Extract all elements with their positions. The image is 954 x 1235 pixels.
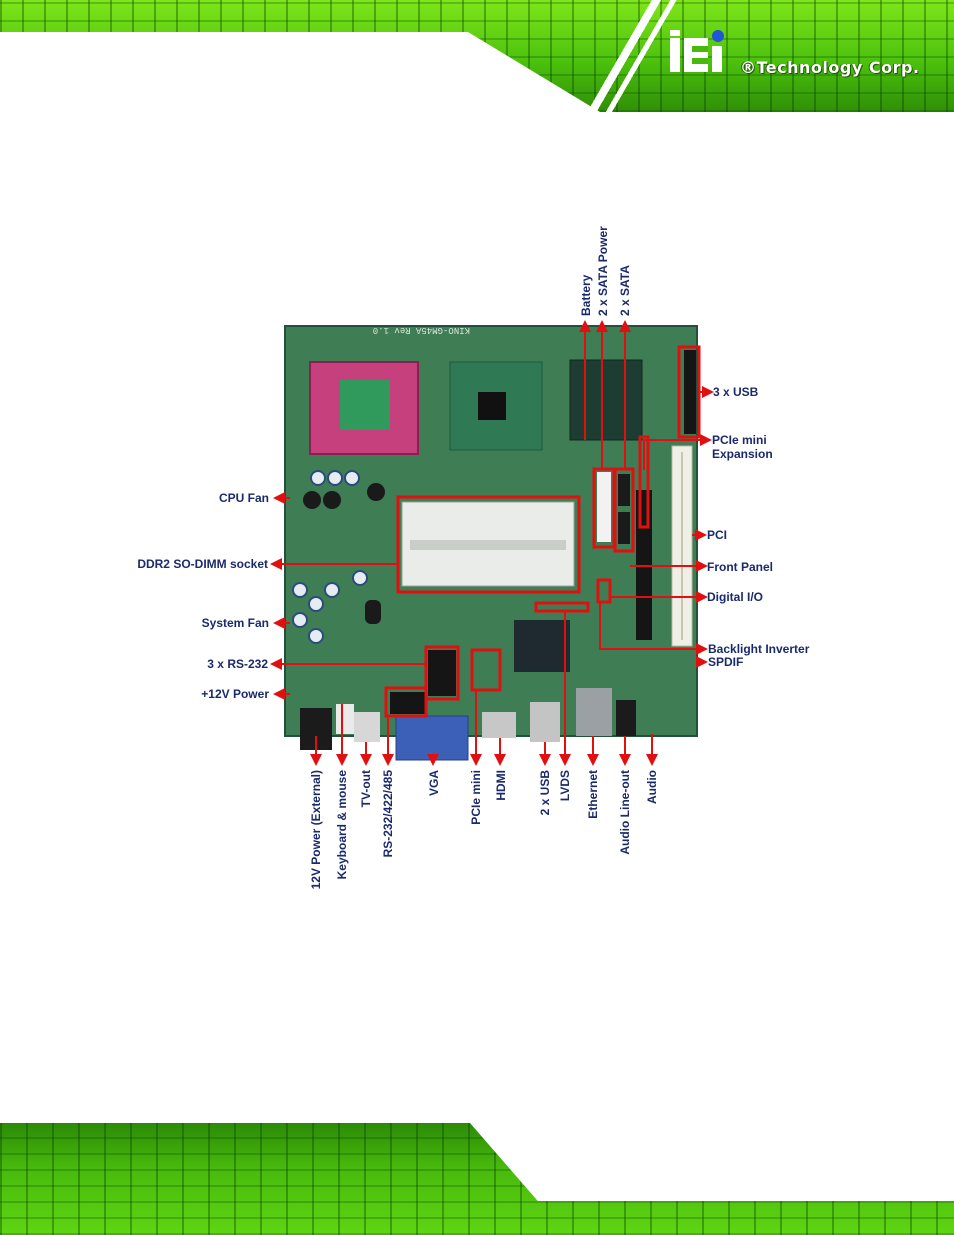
- sata-power-connector: [597, 472, 611, 542]
- label-backlight-inverter: Backlight Inverter: [708, 642, 810, 656]
- label-rs232: 3 x RS-232: [207, 657, 268, 671]
- label-pcie-mini: PCIe mini: [469, 770, 483, 825]
- label-cpu-fan: CPU Fan: [219, 491, 269, 505]
- header-stripes: [590, 0, 680, 112]
- header-banner: ®Technology Corp.: [0, 0, 954, 112]
- sodimm-contacts: [410, 540, 566, 550]
- label-usb2: 2 x USB: [538, 770, 552, 816]
- label-audio: Audio: [645, 770, 659, 804]
- label-spdif: SPDIF: [708, 655, 743, 669]
- label-12v-external: 12V Power (External): [309, 770, 323, 889]
- label-12v-power: +12V Power: [201, 687, 269, 701]
- label-pci: PCI: [707, 528, 727, 542]
- label-tv-out: TV-out: [359, 770, 373, 807]
- tv-out-connector: [354, 712, 380, 742]
- cpu-socket-grid: [340, 380, 390, 430]
- northbridge-die: [478, 392, 506, 420]
- label-ddr2: DDR2 SO-DIMM socket: [137, 557, 268, 571]
- label-sata-power: 2 x SATA Power: [596, 226, 610, 316]
- label-rs232-422-485: RS-232/422/485: [381, 770, 395, 858]
- usb-connector-rear: [530, 702, 560, 742]
- vga-connector: [395, 715, 469, 761]
- label-digital-io: Digital I/O: [707, 590, 763, 604]
- label-pcie-expansion-2: Expansion: [712, 447, 773, 461]
- hdmi-connector: [482, 712, 516, 738]
- capacitors: [292, 470, 368, 644]
- label-usb3: 3 x USB: [713, 385, 759, 399]
- sata-connector-1: [618, 474, 630, 506]
- label-audio-line-out: Audio Line-out: [618, 770, 632, 855]
- label-ethernet: Ethernet: [586, 770, 600, 819]
- iei-logo-icon: [670, 30, 724, 72]
- label-keyboard-mouse: Keyboard & mouse: [335, 770, 349, 880]
- label-front-panel: Front Panel: [707, 560, 773, 574]
- label-sata: 2 x SATA: [618, 265, 632, 316]
- label-system-fan: System Fan: [202, 616, 269, 630]
- rs232-headers: [428, 650, 456, 696]
- footer-banner: [0, 1123, 954, 1235]
- board-silkscreen: KINO-GM45A Rev 1.0: [373, 325, 470, 335]
- usb-header: [684, 350, 696, 434]
- audio-connector: [616, 700, 636, 736]
- ps2-connector: [336, 704, 354, 734]
- highlight-boxes: [384, 345, 701, 718]
- ethernet-connector: [576, 688, 612, 736]
- inductors: [303, 483, 385, 624]
- brand-name: ®Technology Corp.: [740, 58, 920, 77]
- label-vga: VGA: [427, 770, 441, 796]
- rs232-header-2: [390, 692, 426, 714]
- leader-lines: [270, 320, 714, 766]
- label-hdmi: HDMI: [494, 770, 508, 801]
- label-pcie-expansion-1: PCIe mini: [712, 433, 767, 447]
- sata-connector-2: [618, 512, 630, 544]
- label-battery: Battery: [579, 274, 593, 316]
- label-lvds: LVDS: [558, 770, 572, 801]
- southbridge-chip: [569, 359, 643, 441]
- chip-io: [514, 620, 570, 672]
- footer-white-cut: [470, 1123, 954, 1201]
